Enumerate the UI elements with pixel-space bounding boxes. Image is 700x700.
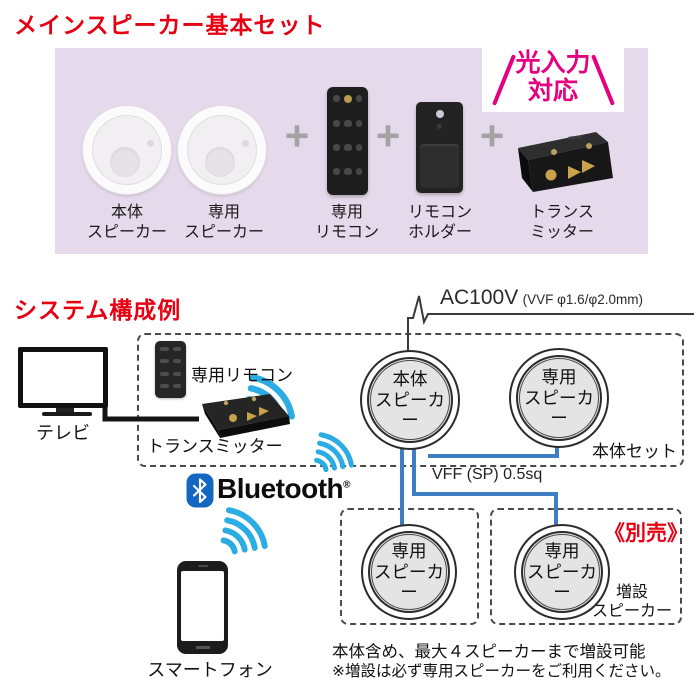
- phone-home-bar: [195, 646, 210, 649]
- ac-voltage: AC100V: [440, 286, 519, 309]
- diagram-main-speaker: 本体スピーカー: [360, 350, 460, 450]
- expansion-box-left: [340, 508, 479, 625]
- registered-mark: ®: [343, 479, 351, 491]
- speaker-wires: [400, 437, 559, 532]
- diagram-sub-speaker-bottom-left: 専用スピーカー: [361, 524, 457, 620]
- sub-speaker-image: [178, 106, 266, 194]
- system-title: システム構成例: [14, 297, 182, 323]
- holder-pocket: [420, 144, 459, 188]
- speaker-woofer: [110, 147, 140, 177]
- tv-stand-base: [42, 412, 92, 416]
- tv-image: [18, 347, 108, 408]
- tv-stand: [56, 408, 74, 413]
- wire-spec-label: VFF (SP) 0.5sq: [432, 466, 543, 483]
- smartphone-label: スマートフォン: [147, 660, 273, 680]
- diagram-sub-speaker-bottom-right: 専用スピーカー: [514, 524, 610, 620]
- remote-control-image: [327, 87, 368, 195]
- caption-transmitter: トランスミッター: [529, 204, 594, 241]
- transmitter-image: [518, 132, 613, 192]
- remote-buttons: [333, 95, 362, 187]
- caption-holder: リモコンホルダー: [407, 204, 472, 241]
- diagram-sub-speaker-top: 専用スピーカー: [509, 348, 609, 448]
- caption-main-speaker: 本体スピーカー: [86, 204, 167, 241]
- phone-earpiece: [197, 565, 208, 567]
- expansion-speaker-label: 増設スピーカー: [591, 584, 672, 621]
- tv-screen: [23, 352, 103, 403]
- screw-hole: [435, 110, 444, 118]
- phone-screen: [181, 571, 224, 641]
- plus-icon: +: [479, 112, 505, 159]
- main-speaker-image: [83, 106, 171, 194]
- optical-badge-line2: 対応: [527, 76, 578, 105]
- speaker-tweeter-dot: [147, 140, 154, 147]
- note-use-dedicated: ※増設は必ず専用スピーカーをご利用ください。: [332, 663, 671, 680]
- transmitter-label: トランスミッター: [147, 437, 283, 456]
- optical-input-badge: 光入力 対応: [482, 49, 624, 105]
- speaker-tweeter-dot: [242, 140, 249, 147]
- main-set-label: 本体セット: [592, 442, 677, 461]
- power-line-label: AC100V (VVF φ1.6/φ2.0mm): [440, 286, 643, 310]
- screw-hole: [437, 124, 442, 129]
- remote-control-small-image: [155, 341, 186, 398]
- tv-cable: [102, 407, 199, 422]
- note-max-speakers: 本体含め、最大４スピーカーまで増設可能: [332, 643, 646, 661]
- caption-remote: 専用リモコン: [314, 204, 379, 241]
- tv-label: テレビ: [36, 423, 90, 443]
- remote-buttons: [160, 347, 181, 392]
- remote-holder-image: [416, 102, 463, 193]
- ac-cable-spec: (VVF φ1.6/φ2.0mm): [522, 292, 643, 307]
- bluetooth-wordmark: Bluetooth®: [217, 473, 351, 504]
- plus-icon: +: [375, 112, 401, 159]
- power-line: [407, 295, 694, 351]
- plus-icon: +: [284, 112, 310, 159]
- transmitter-small-image: [202, 394, 290, 438]
- remote-label: 専用リモコン: [191, 366, 293, 385]
- basic-set-title: メインスピーカー基本セット: [14, 12, 326, 38]
- optical-badge-line1: 光入力: [515, 49, 591, 77]
- main-set-box: [137, 333, 684, 467]
- sold-separately-label: 《別売》: [604, 522, 688, 545]
- speaker-woofer: [205, 147, 235, 177]
- bluetooth-icon: [186, 473, 214, 508]
- expansion-box-right: [490, 508, 682, 625]
- caption-sub-speaker: 専用スピーカー: [183, 204, 264, 241]
- smartphone-image: [177, 561, 228, 654]
